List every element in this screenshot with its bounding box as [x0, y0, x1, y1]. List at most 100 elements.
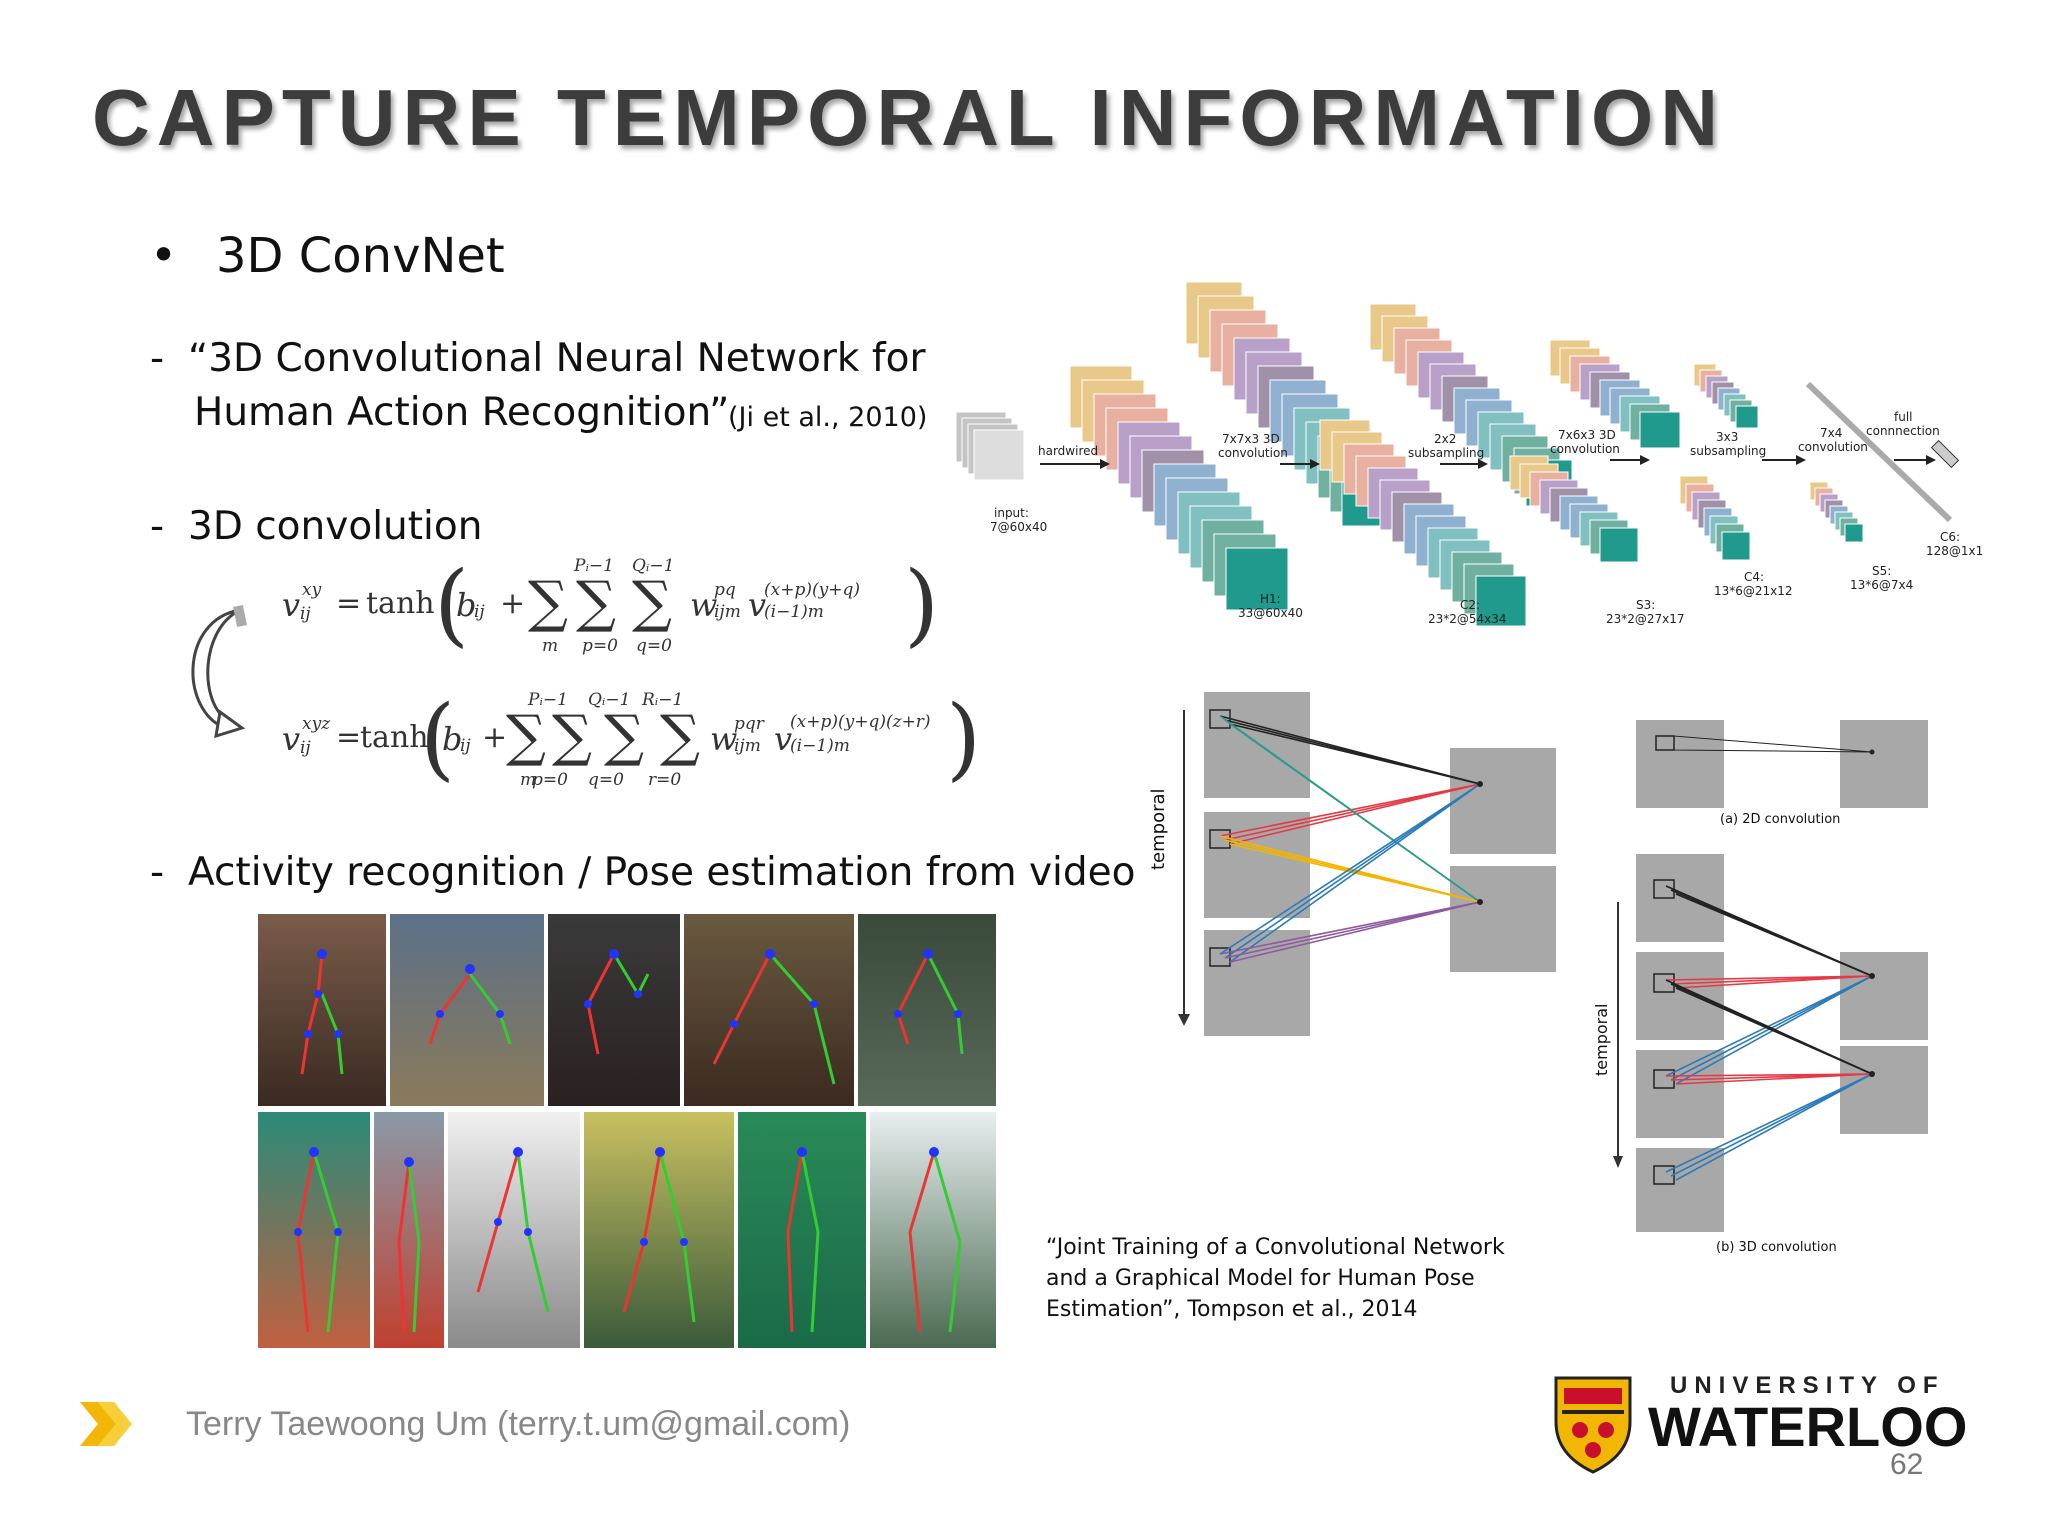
eq2-sum-q-top: Qᵢ−1 [588, 690, 631, 710]
label-c6-dims: 128@1x1 [1926, 544, 1984, 558]
arrow-head-icon [1926, 455, 1936, 465]
label-conv3b: convolution [1798, 440, 1868, 454]
bullet-3d-convnet: 3D ConvNet [216, 228, 505, 284]
paper1-title-line2: Human Action Recognition” [194, 390, 730, 435]
eq1-bias-sub: ij [474, 602, 485, 622]
page-number: 62 [1890, 1448, 1924, 1481]
item-activity-recognition: Activity recognition / Pose estimation f… [188, 850, 1136, 895]
eq1-plus: + [500, 586, 526, 621]
pose-photo [684, 914, 854, 1106]
3d-output-1 [1840, 952, 1928, 1040]
label-s3-dims: 23*2@27x17 [1606, 612, 1685, 626]
temporal-label-3d: temporal [1592, 1003, 1611, 1076]
bullet-dot: • [150, 228, 178, 282]
label-h1: H1: [1260, 592, 1281, 606]
equation-2d-conv: v xy ij = tanh ( b ij + ∑ m ∑ Pᵢ−1 p=0 ∑… [270, 552, 939, 666]
label-3d-conv: (b) 3D convolution [1716, 1240, 1837, 1255]
s3-feature-map [1599, 527, 1639, 563]
label-conv1b: convolution [1218, 446, 1288, 460]
eq2-bias-sub: ij [460, 736, 471, 756]
conv-connection-line-3d [1675, 1073, 1873, 1085]
eq1-tanh: tanh [366, 586, 435, 621]
label-c2: C2: [1460, 598, 1481, 612]
eq2-w: w [710, 720, 738, 758]
temporal-arrow-3d-icon [1613, 1156, 1623, 1168]
h1-feature-map [1225, 547, 1289, 611]
paper1-citation: (Ji et al., 2010) [728, 402, 928, 433]
output-point [1477, 781, 1483, 787]
dash-3: - [150, 850, 165, 895]
label-s5-dims: 13*6@7x4 [1850, 578, 1914, 592]
temporal-label: temporal [1148, 788, 1169, 870]
label-conv2b: convolution [1550, 442, 1620, 456]
eq1-lhs: v [282, 586, 301, 624]
pose-photo [258, 1112, 370, 1348]
pose-photo [738, 1112, 866, 1348]
s5-feature-map [1844, 523, 1864, 543]
pose-photo [374, 1112, 444, 1348]
s4-feature-map [1735, 405, 1759, 429]
eq2-v: v [774, 720, 793, 758]
cnn-architecture-labels: input: 7@60x40 hardwired 7x7x3 3D convol… [950, 280, 1990, 640]
label-conv3: 7x4 [1820, 426, 1843, 440]
label-hardwired: hardwired [1038, 444, 1099, 458]
eq1-open-paren: ( [434, 552, 470, 657]
eq2-v-sup: (x+p)(y+q)(z+r) [790, 712, 931, 732]
label-sub1b: subsampling [1408, 446, 1485, 460]
output-map-1 [1450, 748, 1556, 854]
pose-photo [390, 914, 544, 1106]
frame-1 [1204, 692, 1310, 798]
eq2-lhs: v [282, 720, 301, 758]
label-full: full [1894, 410, 1913, 424]
curved-arrow-icon [191, 605, 247, 739]
eq1-sum-p: ∑ [576, 570, 616, 635]
label-c4-dims: 13*6@21x12 [1714, 584, 1793, 598]
eq1-sum-q-bot: q=0 [636, 636, 672, 656]
item-3d-convolution: 3D convolution [188, 504, 483, 549]
conv-connection-line [1224, 901, 1481, 959]
eq2-equals: = [336, 720, 362, 755]
eq1-equals: = [336, 586, 362, 621]
output-point [1477, 899, 1483, 905]
conv-connection-line [1229, 901, 1481, 963]
conv-connection-line-3d [1670, 1073, 1873, 1177]
3d-input-3 [1636, 1050, 1724, 1138]
label-c2-dims: 23*2@54x34 [1428, 612, 1507, 626]
arrow-head-icon [1640, 455, 1650, 465]
eq2-sum-p-top: Pᵢ−1 [528, 690, 568, 710]
eq1-w-sup: pq [714, 580, 736, 600]
eq2-bias: b [442, 720, 463, 758]
pose-photo [870, 1112, 996, 1348]
eq2-sum-r: ∑ [660, 704, 700, 769]
output-map-2 [1450, 866, 1556, 972]
eq1-v: v [748, 586, 767, 624]
arrow-head-icon [1796, 455, 1806, 465]
chevron-right-icon [80, 1402, 132, 1446]
eq2-sum-p-bot: p=0 [532, 770, 568, 790]
c6-output [1930, 439, 1960, 469]
input-frame [973, 429, 1025, 481]
eq1-bias: b [456, 586, 477, 624]
conv-connection-line-3d [1675, 1073, 1873, 1181]
conv-connection-line [1229, 723, 1481, 903]
eq1-lhs-sub: ij [300, 604, 311, 624]
eq2-open-paren: ( [420, 686, 456, 791]
conv-connection-line [1224, 783, 1481, 959]
eq2-v-sub: (i−1)m [790, 736, 850, 756]
conv-connection-line [1229, 783, 1481, 845]
label-s5: S5: [1872, 564, 1892, 578]
conv-connection-line-3d [1675, 987, 1873, 1075]
eq1-sum-m-idx: m [542, 636, 559, 656]
pose-photo [858, 914, 996, 1106]
3d-output-2 [1840, 1046, 1928, 1134]
eq2-sum-p: ∑ [552, 704, 592, 769]
conv-connection-line-3d [1665, 1073, 1873, 1173]
eq2-tanh: tanh [360, 720, 429, 755]
c4-feature-map [1639, 411, 1681, 449]
label-s3: S3: [1636, 598, 1656, 612]
logo-waterloo: WATERLOO [1648, 1395, 1968, 1458]
3d-input-1 [1636, 854, 1724, 942]
conv-connection-line [1229, 723, 1481, 785]
eq1-close-paren: ) [904, 552, 940, 657]
pose-photo-grid [258, 914, 996, 1348]
